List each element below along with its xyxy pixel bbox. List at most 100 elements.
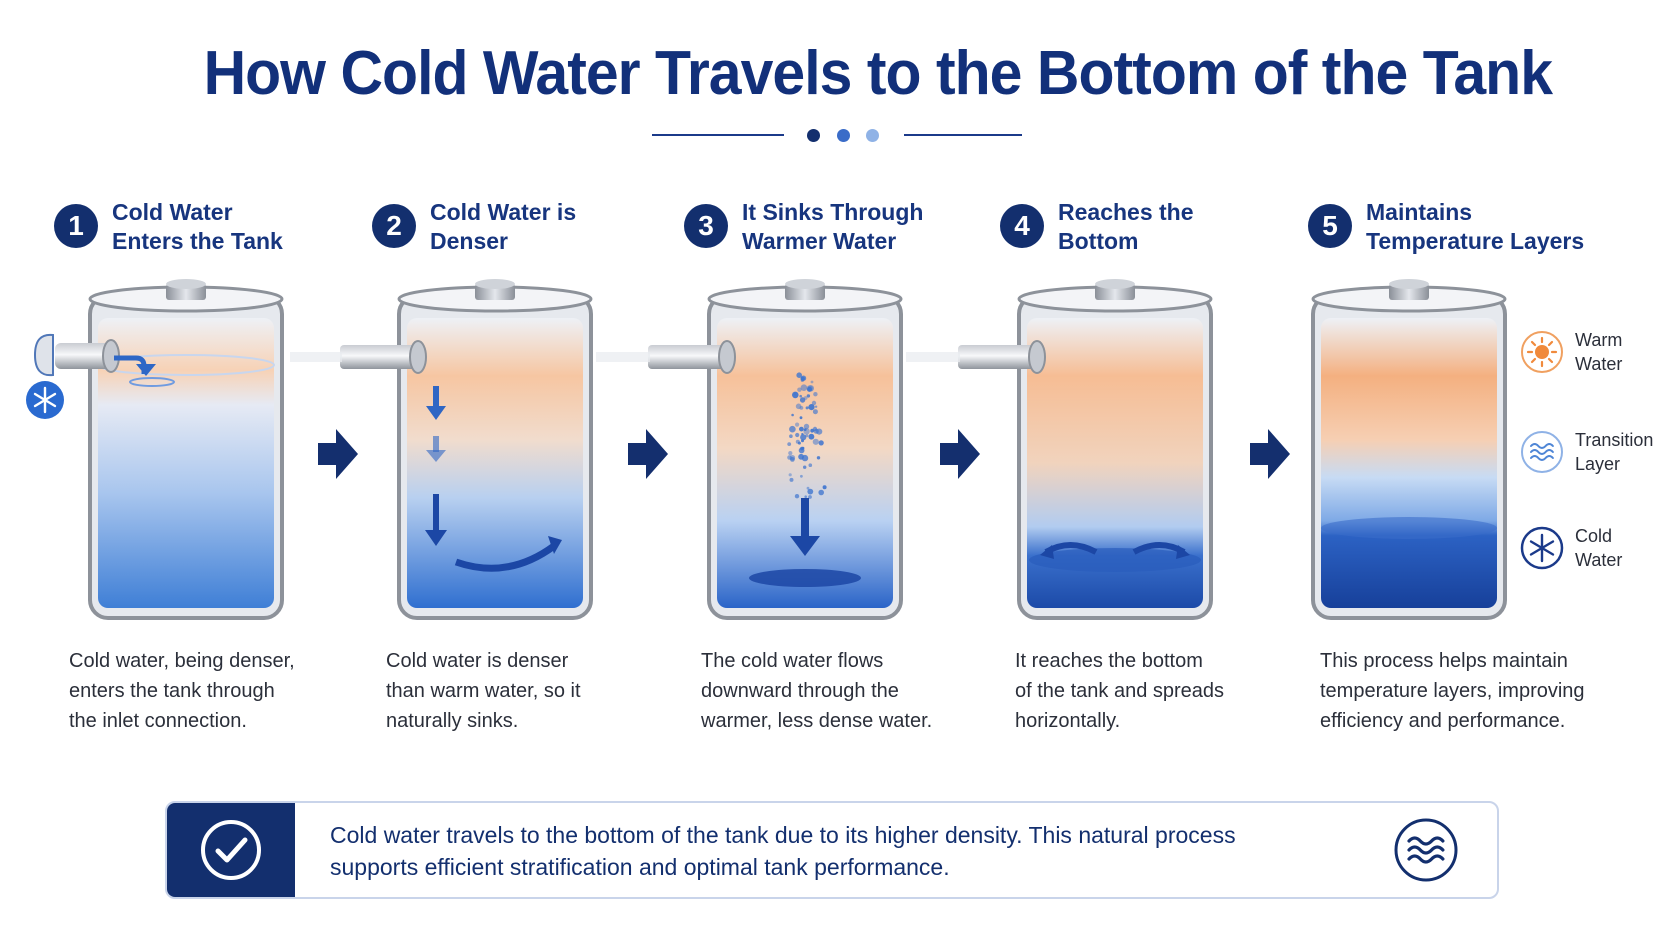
- water-bubble: [789, 434, 793, 439]
- step-title: Cold Water is Denser: [430, 198, 660, 256]
- water-bubble: [794, 494, 800, 499]
- water-bubble: [799, 426, 804, 432]
- step-number-badge: 2: [372, 204, 416, 248]
- next-step-arrow-1: [318, 429, 358, 479]
- desc-line: warmer, less dense water.: [701, 710, 933, 732]
- step-title: Maintains Temperature Layers: [1366, 198, 1626, 256]
- water-bubble: [789, 455, 796, 461]
- water-bubble: [812, 409, 818, 415]
- water-bubble: [795, 432, 800, 438]
- desc-line: It reaches the bottom: [1015, 650, 1203, 672]
- title-divider-left: [652, 134, 784, 136]
- step-heading-2: 2 Cold Water is Denser: [372, 198, 660, 256]
- desc-line: temperature layers, improving: [1320, 680, 1585, 702]
- desc-line: downward through the: [701, 680, 899, 702]
- water-bubble: [806, 394, 811, 398]
- step-title-line2: Warmer Water: [742, 228, 897, 254]
- water-bubble: [793, 392, 797, 396]
- summary-line2: supports efficient stratification and op…: [330, 854, 950, 880]
- legend-line2: Water: [1575, 550, 1623, 570]
- step-description-2: Cold water is denser than warm water, so…: [386, 646, 676, 736]
- tank-3: [596, 279, 903, 620]
- summary-check-panel: [167, 803, 295, 897]
- water-bubble: [816, 456, 821, 460]
- water-bubble: [799, 397, 806, 403]
- step-title: It Sinks Through Warmer Water: [742, 198, 972, 256]
- water-bubble: [803, 428, 810, 435]
- step-title-line1: Cold Water: [112, 199, 233, 225]
- tank-2: [290, 279, 593, 620]
- legend-line1: Warm: [1575, 330, 1623, 350]
- water-bubble: [797, 387, 802, 392]
- legend-line1: Cold: [1575, 526, 1613, 546]
- water-bubble: [787, 442, 792, 446]
- title-divider-dot-1: [807, 129, 820, 142]
- water-bubble: [807, 386, 812, 392]
- waves-icon: [1521, 431, 1563, 473]
- water-bubble: [800, 376, 805, 381]
- water-bubble: [808, 495, 812, 499]
- water-bubble: [800, 384, 808, 392]
- water-bubble: [803, 465, 807, 469]
- water-bubble: [799, 394, 802, 398]
- water-bubble: [801, 446, 805, 450]
- title-divider-dot-3: [866, 129, 879, 142]
- water-bubble: [808, 404, 815, 411]
- water-bubble: [822, 485, 827, 490]
- step-number-badge: 1: [54, 204, 98, 248]
- water-bubble: [810, 380, 814, 384]
- check-circle-icon: [201, 820, 261, 880]
- step-number-badge: 3: [684, 204, 728, 248]
- next-step-arrow-4: [1250, 429, 1290, 479]
- desc-line: naturally sinks.: [386, 710, 519, 732]
- water-bubble: [799, 406, 804, 410]
- step-title-line1: Reaches the: [1058, 199, 1194, 225]
- step-description-4: It reaches the bottom of the tank and sp…: [1015, 646, 1305, 736]
- summary-banner: Cold water travels to the bottom of the …: [165, 801, 1499, 899]
- desc-line: than warm water, so it: [386, 680, 581, 702]
- next-step-arrow-2: [628, 429, 668, 479]
- water-bubble: [811, 400, 817, 406]
- summary-text: Cold water travels to the bottom of the …: [330, 819, 1310, 883]
- title-divider-dot-2: [837, 129, 850, 142]
- tank-1: [33, 279, 284, 620]
- water-bubble: [813, 392, 818, 397]
- water-bubble: [795, 439, 800, 444]
- step-heading-4: 4 Reaches the Bottom: [1000, 198, 1288, 256]
- water-bubble: [816, 428, 823, 435]
- step-title-line2: Denser: [430, 228, 508, 254]
- legend-label-warm: Warm Water: [1575, 328, 1672, 376]
- water-bubble: [807, 488, 814, 495]
- summary-line1: Cold water travels to the bottom of the …: [330, 822, 1236, 848]
- legend-line2: Water: [1575, 354, 1623, 374]
- snowflake-icon: [1520, 526, 1564, 570]
- step-title: Cold Water Enters the Tank: [112, 198, 342, 256]
- water-bubble: [788, 473, 792, 477]
- desc-line: horizontally.: [1015, 710, 1121, 732]
- legend-label-cold: Cold Water: [1575, 524, 1672, 572]
- step-heading-5: 5 Maintains Temperature Layers: [1308, 198, 1626, 256]
- step-description-5: This process helps maintain temperature …: [1320, 646, 1620, 736]
- tank-5: [1311, 279, 1507, 620]
- water-bubble: [805, 406, 809, 410]
- next-step-arrow-3: [940, 429, 980, 479]
- step-number-badge: 4: [1000, 204, 1044, 248]
- water-bubble: [810, 428, 815, 433]
- legend-line2: Layer: [1575, 454, 1621, 474]
- step-title: Reaches the Bottom: [1058, 198, 1288, 256]
- water-bubble: [818, 440, 824, 446]
- desc-line: enters the tank through: [69, 680, 275, 702]
- water-bubble: [814, 405, 818, 408]
- water-bubble: [789, 425, 796, 433]
- water-bubble: [806, 486, 810, 490]
- title-divider-right: [904, 134, 1022, 136]
- legend-label-transition: Transition Layer: [1575, 428, 1672, 476]
- step-description-1: Cold water, being denser, enters the tan…: [69, 646, 359, 736]
- desc-line: Cold water is denser: [386, 650, 569, 672]
- desc-line: of the tank and spreads: [1015, 680, 1225, 702]
- step-title-line2: Temperature Layers: [1366, 228, 1585, 254]
- step-heading-1: 1 Cold Water Enters the Tank: [54, 198, 342, 256]
- snowflake-icon: [26, 381, 64, 419]
- step-title-line1: Cold Water is: [430, 199, 577, 225]
- step-number-badge: 5: [1308, 204, 1352, 248]
